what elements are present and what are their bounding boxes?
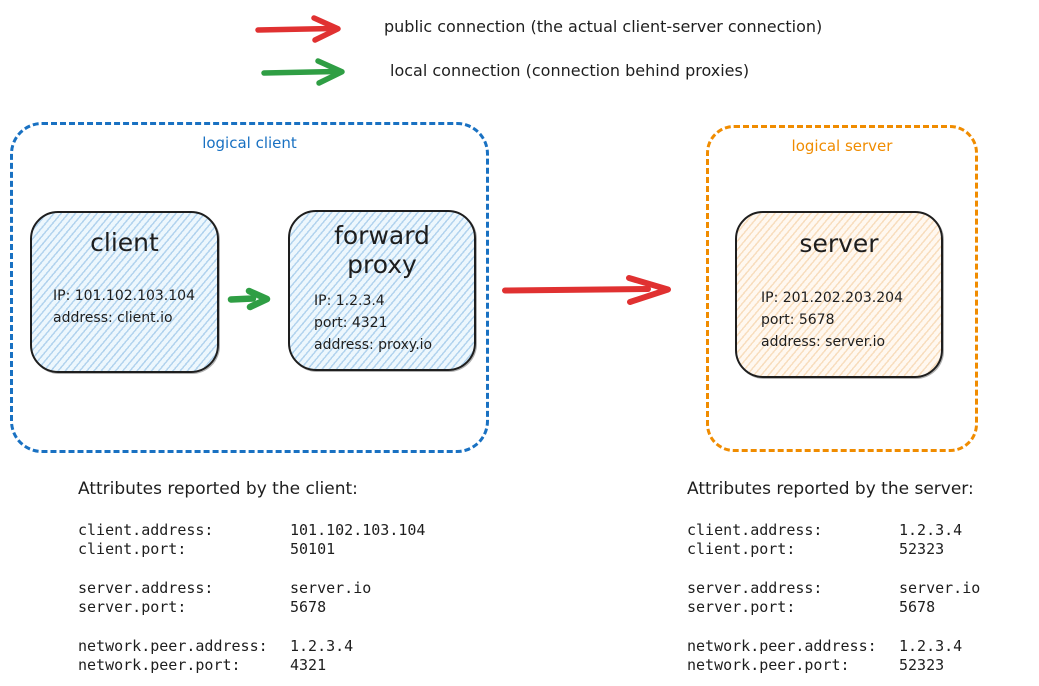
attr-value: 5678 [899,598,936,616]
attr-row: client.port: 52323 [687,540,1039,559]
attr-key: server.address: [78,579,214,597]
forward-proxy-title-line2: proxy [347,250,417,279]
attr-value: server.io [899,579,981,597]
local-connection-mid-arrow-icon [225,286,275,312]
server-attributes-title: Attributes reported by the server: [687,479,974,499]
green-arrow-glyph [227,287,271,311]
logical-server-group: logical server server IP: 201.202.203.20… [706,125,978,452]
server-address: address: server.io [761,334,886,350]
attr-row: server.address: server.io [78,579,478,598]
attr-key: client.address: [687,521,823,539]
server-node-title: server [799,229,879,258]
server-node-details: IP: 201.202.203.204 port: 5678 address: … [761,287,903,353]
logical-server-label: logical server [791,137,893,155]
legend-local-connection-label: local connection (connection behind prox… [390,61,750,80]
proxy-ip: IP: 1.2.3.4 [314,293,385,309]
attr-key: network.peer.port: [687,656,850,674]
forward-proxy-node: forward proxy IP: 1.2.3.4 port: 4321 add… [288,210,476,371]
attr-row: network.peer.address: 1.2.3.4 [687,637,1039,656]
forward-proxy-title-line1: forward [334,221,430,250]
client-attributes-title: Attributes reported by the client: [78,479,358,499]
server-attr-group-server: server.address: server.io server.port: 5… [687,579,1039,617]
legend-public-connection-label: public connection (the actual client-ser… [384,17,823,36]
attr-value: 1.2.3.4 [899,637,963,655]
attr-row: server.port: 5678 [78,598,478,617]
logical-client-label: logical client [202,134,297,152]
public-connection-arrow-icon [254,15,360,43]
attr-row: server.address: server.io [687,579,1039,598]
local-connection-arrow-icon [260,57,364,87]
attr-key: client.port: [78,540,187,558]
server-node: server IP: 201.202.203.204 port: 5678 ad… [735,211,943,378]
attr-value: 50101 [290,540,336,558]
forward-proxy-node-title: forward proxy [290,221,474,279]
attr-key: network.peer.address: [687,637,877,655]
attr-row: network.peer.port: 4321 [78,656,478,675]
attr-value: 1.2.3.4 [290,637,354,655]
server-attributes-block: Attributes reported by the server: clien… [687,478,1039,686]
attr-value: server.io [290,579,372,597]
attr-value: 1.2.3.4 [899,521,963,539]
attr-value: 5678 [290,598,327,616]
attr-key: client.address: [78,521,214,539]
attr-row: network.peer.address: 1.2.3.4 [78,637,478,656]
public-connection-mid-arrow-icon [500,274,680,306]
server-attr-group-network-peer: network.peer.address: 1.2.3.4 network.pe… [687,637,1039,675]
attr-row: client.port: 50101 [78,540,478,559]
client-attr-group-server: server.address: server.io server.port: 5… [78,579,478,617]
attr-value: 52323 [899,540,945,558]
server-attr-group-client: client.address: 1.2.3.4 client.port: 523… [687,521,1039,559]
client-ip: IP: 101.102.103.104 [53,288,195,304]
attr-value: 52323 [899,656,945,674]
attr-key: client.port: [687,540,796,558]
attr-row: client.address: 101.102.103.104 [78,521,478,540]
client-attr-group-client: client.address: 101.102.103.104 client.p… [78,521,478,559]
attr-key: server.port: [687,598,796,616]
server-ip: IP: 201.202.203.204 [761,290,903,306]
attr-key: network.peer.address: [78,637,268,655]
attr-key: server.address: [687,579,823,597]
green-arrow-glyph [261,58,345,86]
client-node-details: IP: 101.102.103.104 address: client.io [53,285,195,329]
red-arrow-glyph [255,15,341,43]
logical-client-group: logical client client IP: 101.102.103.10… [10,122,489,453]
server-port: port: 5678 [761,312,835,328]
forward-proxy-node-details: IP: 1.2.3.4 port: 4321 address: proxy.io [314,290,432,356]
attr-key: network.peer.port: [78,656,241,674]
attr-value: 101.102.103.104 [290,521,426,539]
proxy-port: port: 4321 [314,315,388,331]
attr-row: network.peer.port: 52323 [687,656,1039,675]
attr-key: server.port: [78,598,187,616]
attr-row: server.port: 5678 [687,598,1039,617]
attr-value: 4321 [290,656,327,674]
client-node-title: client [90,228,159,257]
attr-row: client.address: 1.2.3.4 [687,521,1039,540]
client-attributes-block: Attributes reported by the client: clien… [78,478,478,686]
client-attr-group-network-peer: network.peer.address: 1.2.3.4 network.pe… [78,637,478,675]
proxy-address: address: proxy.io [314,337,433,353]
client-node: client IP: 101.102.103.104 address: clie… [30,211,219,373]
client-address: address: client.io [53,310,173,326]
red-arrow-glyph [502,275,671,305]
